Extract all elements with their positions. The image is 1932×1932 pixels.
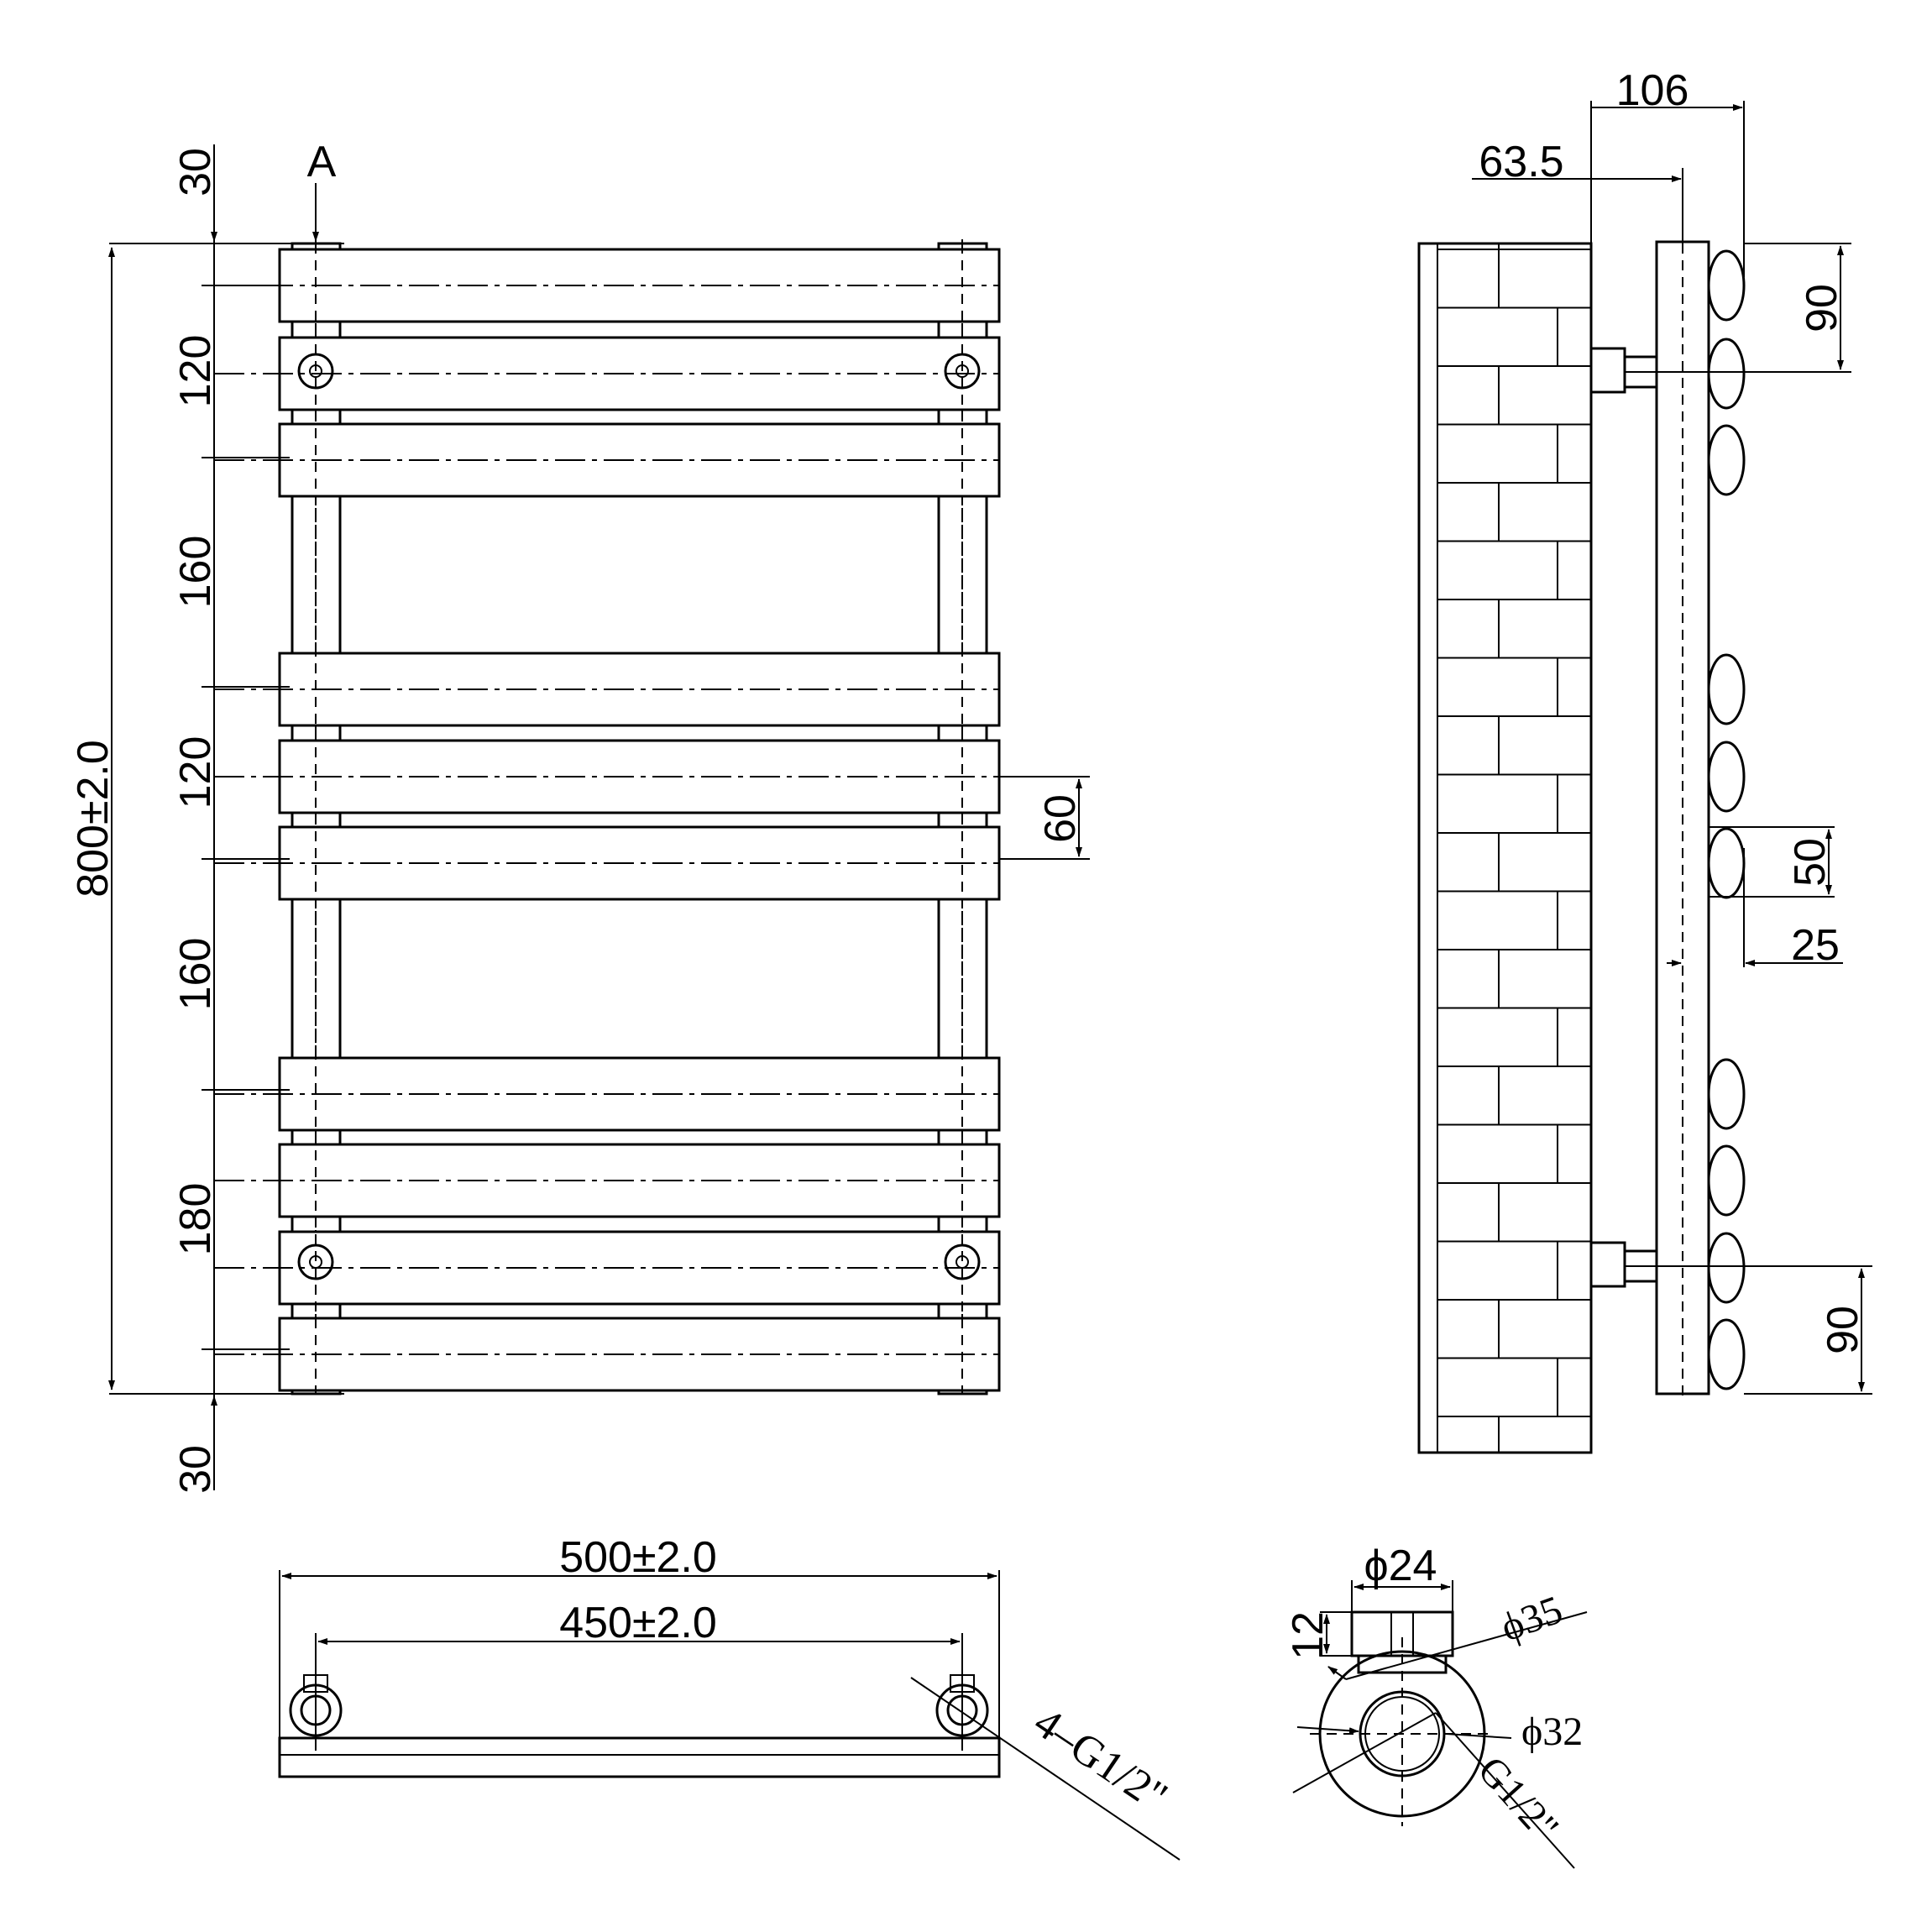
dim-180: 180 bbox=[171, 1183, 220, 1256]
dim-height-800: 800±2.0 bbox=[69, 740, 118, 898]
thread-label: G1/2" bbox=[1469, 1748, 1568, 1850]
dim-centers-450: 450±2.0 bbox=[559, 1599, 717, 1647]
bar-end-oval bbox=[1707, 741, 1746, 813]
connection-label: 4–G1/2" bbox=[1025, 1699, 1175, 1821]
bar-end-oval bbox=[1707, 249, 1746, 322]
valve-head bbox=[1350, 1610, 1454, 1657]
wall-bricks bbox=[1437, 249, 1591, 1453]
dim-diameter-35: ϕ35 bbox=[1495, 1587, 1568, 1650]
connection-circles bbox=[297, 353, 981, 1280]
dim-90-top: 90 bbox=[1798, 284, 1846, 332]
bar-end-oval bbox=[1707, 1318, 1746, 1390]
dim-160-upper: 160 bbox=[171, 536, 220, 609]
connection-detail-view: ϕ24 12 ϕ35 ϕ32 G1/2" bbox=[1284, 1542, 1588, 1869]
bar-end-oval bbox=[1707, 827, 1746, 899]
dim-30-top: 30 bbox=[171, 148, 220, 196]
dim-60: 60 bbox=[1036, 794, 1085, 843]
dim-90-bottom: 90 bbox=[1819, 1306, 1867, 1354]
dim-160-lower: 160 bbox=[171, 938, 220, 1011]
bar-end-oval bbox=[1707, 1144, 1746, 1217]
bar-end-oval bbox=[1707, 424, 1746, 496]
bar-end-oval bbox=[1707, 338, 1746, 410]
side-view: 106 63.5 90 50 25 90 bbox=[1417, 66, 1872, 1454]
bottom-view: 500±2.0 450±2.0 4–G1/2" bbox=[278, 1533, 1181, 1861]
front-view: A 30 120 160 120 160 180 30 800±2.0 60 bbox=[69, 138, 1090, 1494]
bar-end-ovals bbox=[1707, 249, 1746, 1390]
dim-12: 12 bbox=[1284, 1611, 1333, 1660]
dim-25: 25 bbox=[1791, 921, 1840, 970]
dim-diameter-32: ϕ32 bbox=[1521, 1709, 1583, 1754]
dim-width-500: 500±2.0 bbox=[559, 1533, 717, 1582]
dim-30-bottom: 30 bbox=[171, 1445, 220, 1494]
dim-diameter-24: ϕ24 bbox=[1364, 1542, 1437, 1590]
top-bracket bbox=[1589, 347, 1626, 394]
bar-end-oval bbox=[1707, 653, 1746, 725]
bottom-bracket bbox=[1589, 1241, 1626, 1288]
dim-120-mid: 120 bbox=[171, 736, 220, 809]
bar-end-oval bbox=[1707, 1232, 1746, 1304]
dim-106: 106 bbox=[1616, 66, 1689, 115]
dim-120-top: 120 bbox=[171, 335, 220, 408]
dim-50: 50 bbox=[1786, 838, 1835, 887]
horizontal-bars bbox=[214, 243, 1001, 1394]
dim-63-5: 63.5 bbox=[1479, 138, 1563, 186]
wall bbox=[1417, 242, 1593, 1454]
bottom-connectors bbox=[289, 1671, 989, 1751]
bottom-bar bbox=[278, 1736, 1001, 1778]
bar-end-oval bbox=[1707, 1058, 1746, 1130]
view-label-a: A bbox=[307, 138, 337, 186]
